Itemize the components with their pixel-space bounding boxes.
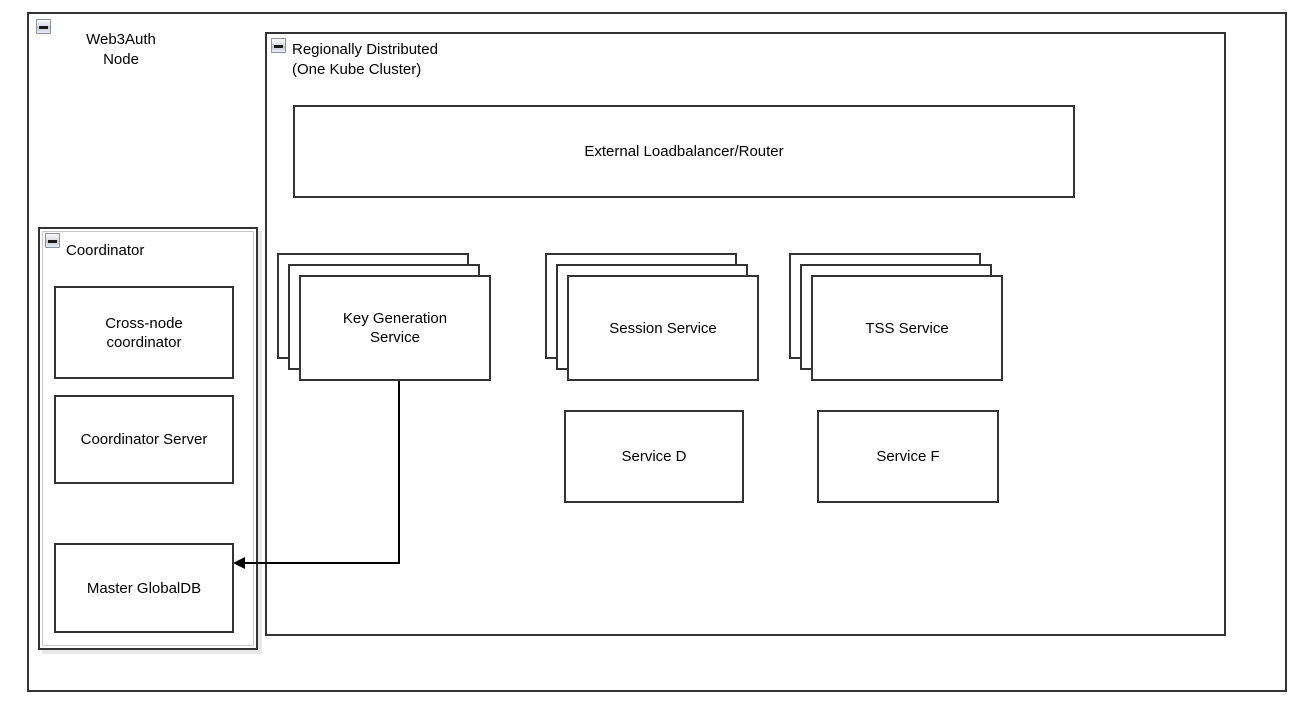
box-master-globaldb[interactable]	[54, 543, 234, 633]
label-coordinator: Coordinator	[66, 242, 145, 259]
box-service-d[interactable]	[564, 410, 744, 503]
collapse-minus-icon-coordinator[interactable]	[45, 233, 60, 248]
connector-segment-vertical	[398, 381, 400, 564]
label-web3auth-node: Web3Auth Node	[86, 31, 156, 68]
label-regionally-distributed: Regionally Distributed (One Kube Cluster…	[292, 41, 438, 78]
stack-key-generation-service[interactable]: Key Generation Service	[277, 253, 491, 381]
stack-layer-front[interactable]	[811, 275, 1003, 381]
collapse-minus-icon-web3auth-node[interactable]	[36, 19, 51, 34]
stack-session-service[interactable]: Session Service	[545, 253, 759, 381]
collapse-minus-icon-regionally-distributed[interactable]	[271, 38, 286, 53]
box-service-f[interactable]	[817, 410, 999, 503]
box-external-loadbalancer[interactable]	[293, 105, 1075, 198]
box-coordinator-server[interactable]	[54, 395, 234, 484]
box-cross-node-coordinator[interactable]	[54, 286, 234, 379]
stack-layer-front[interactable]	[567, 275, 759, 381]
connector-segment-horizontal	[243, 562, 400, 564]
coordinator-panel-rim	[42, 231, 254, 646]
arrow-left-icon-to-master-globaldb	[233, 557, 245, 569]
stack-layer-front[interactable]	[299, 275, 491, 381]
stack-tss-service[interactable]: TSS Service	[789, 253, 1003, 381]
